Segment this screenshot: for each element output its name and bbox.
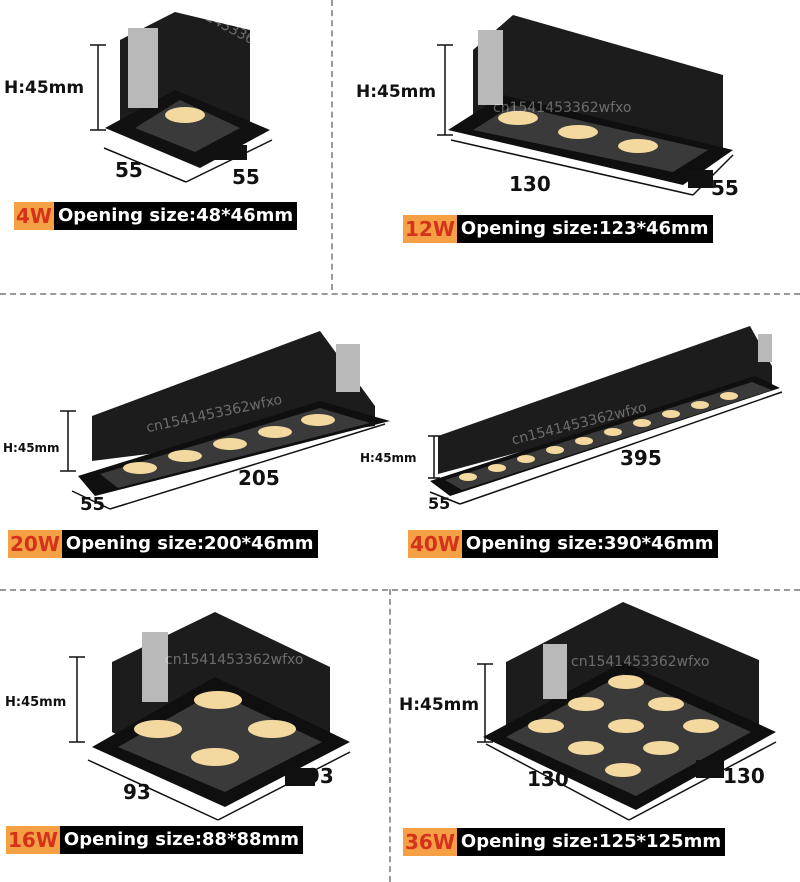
height-dimension: H:45mm [399, 695, 480, 715]
width-dimension-b: 55 [711, 176, 739, 200]
opening-size-text: Opening size:200*46mm [61, 530, 318, 558]
height-dimension: H:45mm [360, 451, 417, 465]
product-12w: cn1541453362wfxo H:45mm 130 55 12W Openi… [333, 0, 800, 292]
lamp-20w-illustration [60, 331, 390, 510]
spec-label: 12W Opening size:123*46mm [403, 215, 713, 243]
spec-label: 4W Opening size:48*46mm [14, 202, 298, 230]
width-dimension-a: 130 [509, 172, 551, 196]
divider-horizontal-top [0, 293, 800, 295]
watermark: cn1541453362wfxo [165, 652, 304, 668]
wattage-badge: 20W [8, 530, 62, 558]
height-dimension: H:45mm [3, 441, 60, 455]
wattage-badge: 4W [14, 202, 54, 230]
opening-size-text: Opening size:390*46mm [461, 530, 718, 558]
width-dimension-a: 55 [80, 494, 106, 515]
wattage-badge: 16W [6, 826, 60, 854]
width-dimension-b: 93 [306, 764, 334, 788]
opening-size-text: Opening size:48*46mm [53, 202, 298, 230]
divider-vertical-top [331, 0, 333, 290]
divider-horizontal-bottom [0, 589, 800, 591]
spec-label: 36W Opening size:125*125mm [403, 828, 726, 856]
spec-label: 16W Opening size:88*88mm [6, 826, 304, 854]
width-dimension-b: 395 [620, 446, 662, 470]
product-36w: cn1541453362wfxo H:45mm 130 130 36W Open… [391, 592, 800, 882]
opening-size-text: Opening size:123*46mm [456, 215, 713, 243]
opening-size-text: Opening size:125*125mm [456, 828, 726, 856]
width-dimension-b: 130 [723, 764, 765, 788]
width-dimension-a: 130 [527, 767, 569, 791]
wattage-badge: 12W [403, 215, 457, 243]
spec-label: 20W Opening size:200*46mm [8, 530, 318, 558]
product-16w: cn1541453362wfxo H:45mm 93 93 16W Openin… [0, 592, 388, 882]
wattage-badge: 40W [408, 530, 462, 558]
width-dimension-a: 93 [123, 780, 151, 804]
width-dimension-a: 55 [115, 158, 143, 182]
wattage-badge: 36W [403, 828, 457, 856]
watermark: cn1541453362wfxo [493, 100, 632, 116]
width-dimension-b: 205 [238, 466, 280, 490]
product-4w: cn1541453362wfxo H:45mm 55 55 4W Opening… [0, 0, 330, 292]
product-20w: cn1541453362wfxo H:45mm 55 205 20W Openi… [0, 296, 398, 588]
lamp-36w-illustration [477, 602, 777, 821]
lamp-4w-illustration [90, 12, 273, 183]
watermark: cn1541453362wfxo [571, 654, 710, 670]
spec-label: 40W Opening size:390*46mm [408, 530, 718, 558]
width-dimension-b: 55 [232, 165, 260, 189]
height-dimension: H:45mm [4, 78, 85, 98]
width-dimension-a: 55 [428, 494, 451, 513]
product-40w: cn1541453362wfxo H:45mm 55 395 40W Openi… [360, 296, 800, 588]
lamp-16w-illustration [69, 612, 351, 821]
divider-vertical-bottom [389, 589, 391, 882]
opening-size-text: Opening size:88*88mm [59, 826, 304, 854]
lamp-40w-illustration [428, 326, 783, 505]
lamp-12w-illustration [437, 15, 734, 196]
height-dimension: H:45mm [356, 82, 437, 102]
height-dimension: H:45mm [5, 695, 67, 710]
